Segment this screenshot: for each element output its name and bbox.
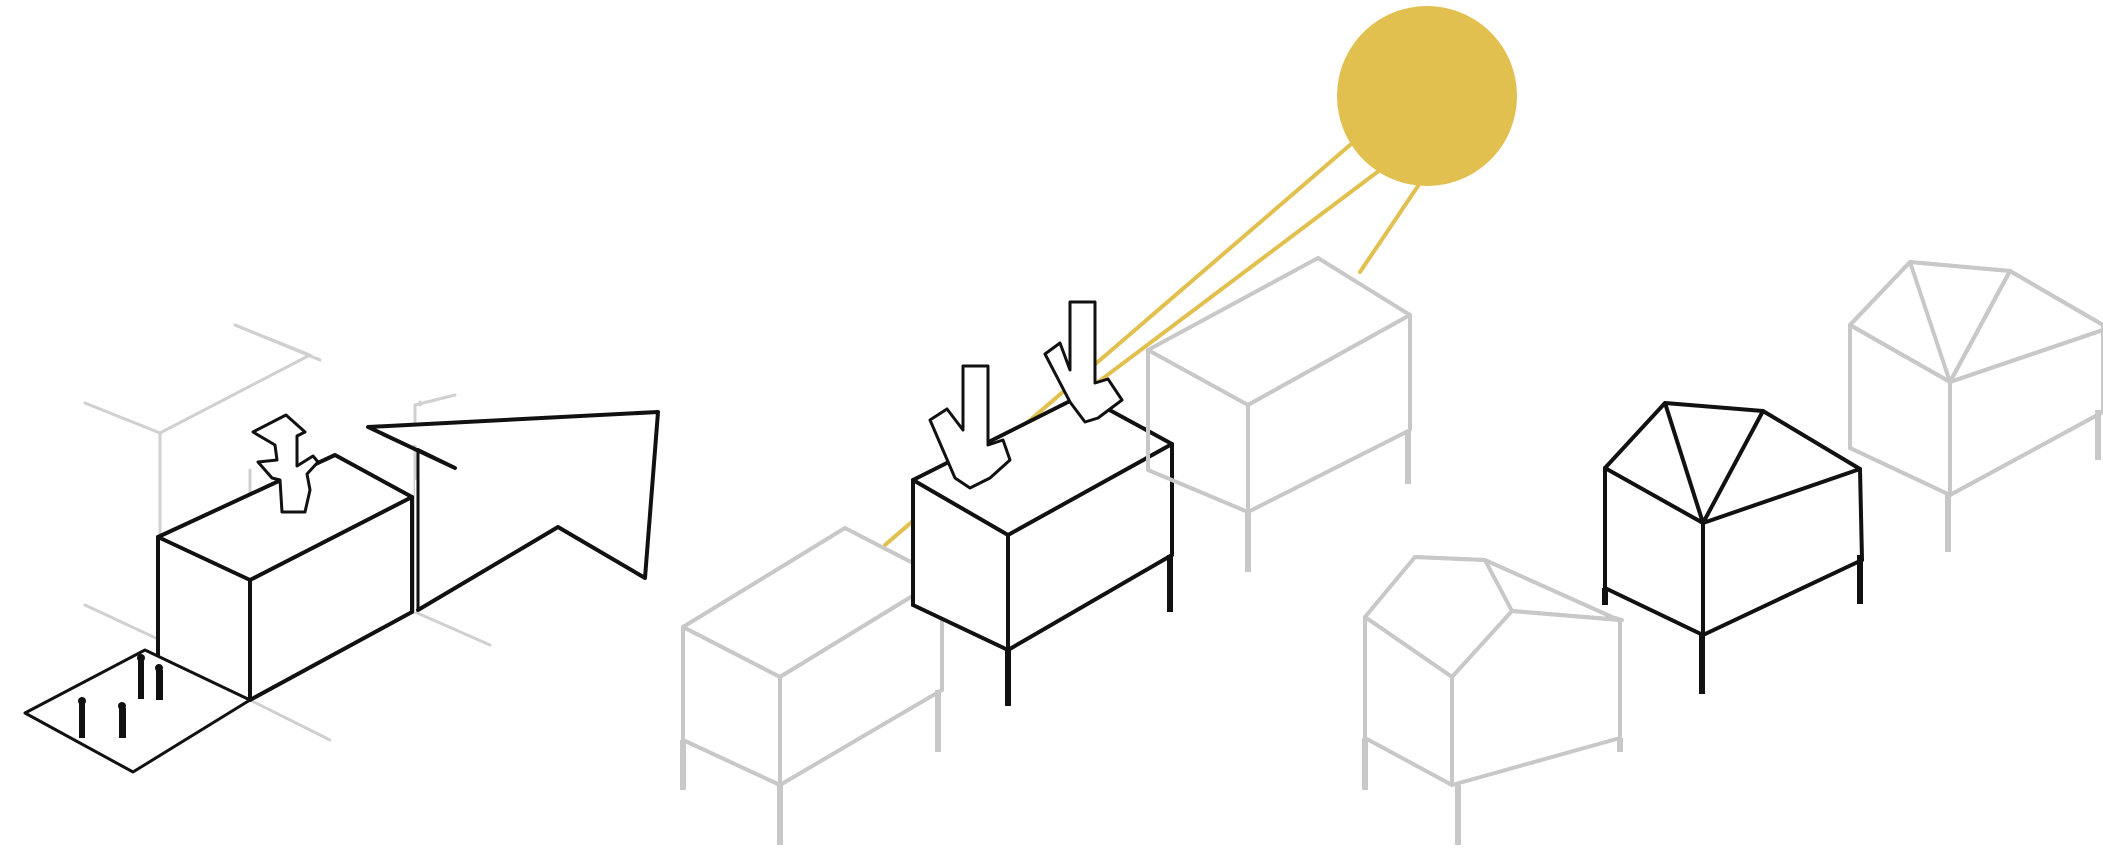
person-icon (78, 697, 86, 738)
up-arrow-icon (251, 413, 320, 514)
person-icon (155, 664, 163, 700)
down-arrow-icon (1043, 300, 1124, 424)
panel-pitched-roof-houses (1362, 260, 2103, 845)
context-house-front (1362, 555, 1624, 845)
sunlit-volume (911, 393, 1174, 706)
ground-plate (23, 648, 252, 774)
context-box-right (1146, 256, 1412, 572)
down-arrow-icon (928, 364, 1012, 490)
person-icon (118, 702, 126, 738)
context-box-left (680, 526, 944, 845)
sun-icon (1337, 6, 1517, 186)
panel-sun-daylighting (680, 6, 1517, 845)
airflow-arrow (366, 410, 660, 612)
highlighted-house (1602, 401, 1864, 694)
panel-ventilation-volume (23, 323, 660, 774)
context-house-back (1848, 260, 2103, 552)
person-icon (137, 654, 145, 699)
